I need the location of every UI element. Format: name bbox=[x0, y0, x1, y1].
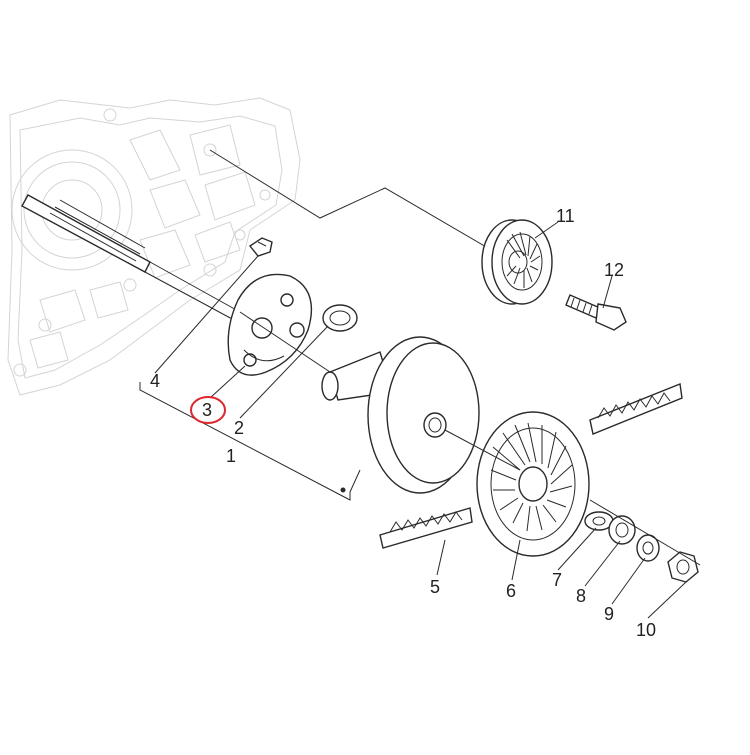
movable-pulley-part bbox=[321, 336, 480, 494]
roller-strip-right-part bbox=[589, 383, 683, 435]
callout-3: 3 bbox=[202, 400, 212, 420]
roller-strip-5-part bbox=[379, 507, 473, 549]
callout-5: 5 bbox=[430, 577, 440, 597]
callout-4: 4 bbox=[150, 371, 160, 391]
bolt-part bbox=[565, 294, 627, 331]
callout-7: 7 bbox=[552, 570, 562, 590]
callout-6: 6 bbox=[506, 581, 516, 601]
fan-pulley-part bbox=[476, 411, 590, 557]
callout-1: 1 bbox=[226, 446, 236, 466]
ramp-plate-part bbox=[227, 273, 313, 376]
leader-lines bbox=[154, 221, 687, 619]
leader-11 bbox=[209, 149, 501, 256]
callout-11: 11 bbox=[556, 206, 575, 226]
washer-8-part bbox=[608, 515, 636, 545]
crankcase-outline bbox=[7, 97, 301, 396]
idler-pulley-part bbox=[481, 219, 553, 305]
callout-10: 10 bbox=[636, 620, 656, 640]
slider-clip-part bbox=[248, 237, 273, 257]
alignment-lines bbox=[239, 311, 701, 566]
nut-10-part bbox=[667, 551, 699, 583]
callout-8: 8 bbox=[576, 586, 586, 606]
washer-9-part bbox=[636, 534, 660, 562]
callout-2: 2 bbox=[234, 418, 244, 438]
callout-labels: 1 2 3 4 5 6 7 8 9 10 11 12 bbox=[150, 206, 656, 640]
splined-shaft bbox=[21, 194, 241, 321]
bushing-part bbox=[322, 304, 358, 332]
callout-12: 12 bbox=[604, 260, 624, 280]
highlight-circle bbox=[190, 396, 226, 424]
group-1-bracket bbox=[139, 382, 361, 501]
callout-9: 9 bbox=[604, 604, 614, 624]
